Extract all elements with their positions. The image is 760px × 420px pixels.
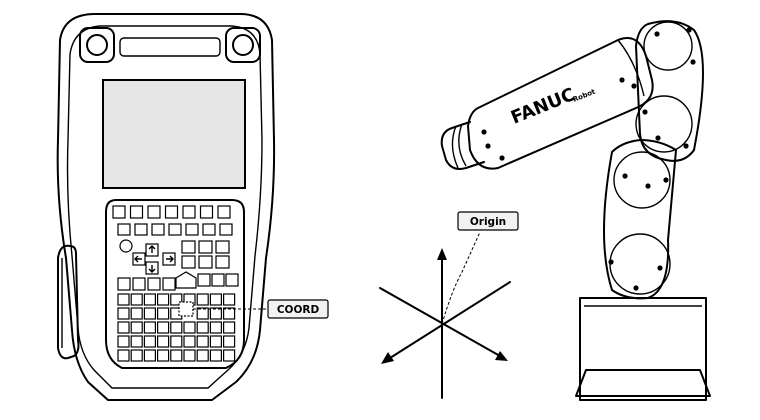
key (215, 240, 230, 254)
keypad-key (157, 335, 170, 348)
function-key (199, 205, 214, 219)
keypad-key (157, 293, 170, 306)
keypad-key (117, 307, 130, 320)
right-mount-lug (225, 27, 261, 63)
keypad-key (143, 321, 156, 334)
arrow-keys (119, 239, 176, 275)
keypad-key (183, 349, 196, 362)
function-key (112, 205, 126, 219)
keypad-key (209, 307, 222, 320)
robot-upper-link (635, 20, 704, 162)
key (197, 273, 211, 287)
coord-key (178, 301, 194, 317)
keypad-key (117, 321, 130, 334)
function-key (164, 205, 179, 219)
keypad-key (117, 335, 130, 348)
shift-pentagon-key (175, 271, 197, 289)
keypad-key (223, 293, 236, 306)
keypad-key (196, 335, 209, 348)
keypad-key (143, 307, 156, 320)
robot-base (575, 297, 711, 401)
left-mount-lug (79, 27, 115, 63)
key (132, 277, 146, 291)
keypad-key (170, 293, 183, 306)
key (181, 255, 196, 269)
key (198, 240, 213, 254)
menu-key (185, 223, 199, 236)
function-key (217, 205, 231, 219)
keypad-key (183, 321, 196, 334)
keypad-key (196, 321, 209, 334)
pendant-screen (102, 79, 246, 189)
keypad-key (130, 321, 143, 334)
keypad-key (223, 307, 236, 320)
keypad-key (130, 349, 143, 362)
keypad-key (196, 293, 209, 306)
keypad-key (130, 293, 143, 306)
keypad-key (117, 293, 130, 306)
key (147, 277, 161, 291)
side-strap (57, 244, 80, 360)
keypad-key (223, 349, 236, 362)
key (181, 240, 196, 254)
keypad-key (143, 335, 156, 348)
keypad-key (209, 321, 222, 334)
keypad-key (223, 321, 236, 334)
keypad-key (143, 349, 156, 362)
keypad-key (117, 349, 130, 362)
keypad-panel (105, 199, 245, 369)
menu-key (117, 223, 131, 236)
key (198, 255, 213, 269)
key (117, 277, 131, 291)
robot-wrist (440, 121, 485, 170)
teach-pendant (56, 13, 276, 401)
keypad-key (196, 307, 209, 320)
menu-key (219, 223, 233, 236)
origin-callout: Origin (441, 211, 519, 325)
menu-key (202, 223, 216, 236)
keypad-key (170, 349, 183, 362)
brand-sub: Robot (572, 87, 597, 103)
keypad-key (157, 307, 170, 320)
keypad-key (196, 349, 209, 362)
function-key (129, 205, 144, 219)
key (225, 273, 239, 287)
keypad-key (143, 293, 156, 306)
keypad-keys (112, 205, 239, 362)
key (211, 273, 225, 287)
brand-name: FANUC (508, 84, 578, 129)
pendant-inner-contour (66, 25, 263, 389)
pendant-body (56, 13, 276, 401)
keypad-key (209, 335, 222, 348)
key (215, 255, 230, 269)
coordinate-axes (379, 248, 511, 399)
coord-callout: COORD (193, 299, 329, 319)
origin-label: Origin (470, 216, 506, 228)
key (162, 277, 176, 291)
keypad-key (130, 335, 143, 348)
keypad-key (183, 335, 196, 348)
keypad-key (209, 293, 222, 306)
menu-key (151, 223, 165, 236)
keypad-key (170, 321, 183, 334)
robot-lower-arm (603, 139, 677, 300)
keypad-key (157, 321, 170, 334)
keypad-key (223, 335, 236, 348)
function-key (182, 205, 196, 219)
menu-key (134, 223, 148, 236)
menu-key (168, 223, 182, 236)
coord-label: COORD (277, 304, 320, 316)
robot-arm: FANUC Robot (440, 20, 711, 401)
robot-bolts (481, 27, 696, 291)
robot-forearm: FANUC Robot (467, 37, 654, 170)
keypad-key (170, 335, 183, 348)
function-key (147, 205, 161, 219)
pendant-handle (119, 37, 221, 57)
keypad-key (157, 349, 170, 362)
keypad-key (130, 307, 143, 320)
keypad-key (209, 349, 222, 362)
